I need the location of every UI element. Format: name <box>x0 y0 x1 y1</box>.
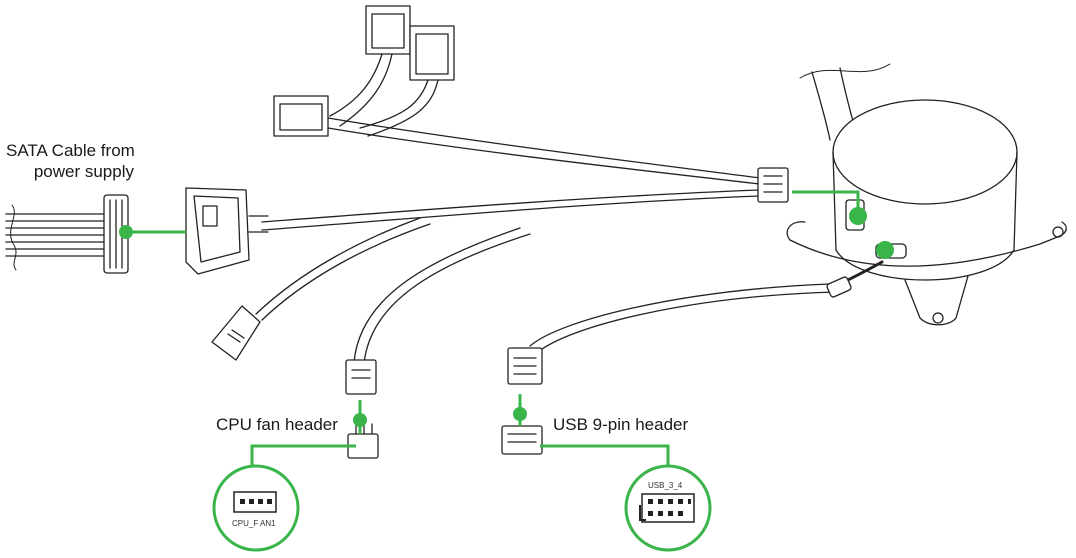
cpu-fan-silkscreen: CPU_F AN1 <box>232 519 276 528</box>
pump-callout-line <box>792 190 860 214</box>
pump-dot-top <box>849 207 867 225</box>
usb-header-label: USB 9-pin header <box>553 415 689 434</box>
top-connectors <box>273 5 761 185</box>
callout-dots <box>119 207 894 427</box>
cpu-fan-inset: CPU_F AN1 <box>212 464 300 552</box>
main-cable <box>261 189 761 231</box>
cpu-inset-line <box>250 444 356 470</box>
usb-dot <box>513 407 527 421</box>
usb-inset: USB_3_4 <box>624 464 712 552</box>
sata-cable-label: SATA Cable from power supply <box>6 140 135 182</box>
sata-label-line1: SATA Cable from <box>6 141 135 160</box>
psu-sata-ribbon <box>5 194 129 274</box>
sata-label-line2: power supply <box>33 162 134 181</box>
pump-dot-bottom <box>876 241 894 259</box>
sata-dot <box>119 225 133 239</box>
usb-inset-line <box>540 444 670 470</box>
usb-cable <box>501 283 837 455</box>
molex-plug <box>211 217 431 361</box>
sata-connector <box>185 187 269 275</box>
pump-plug <box>757 167 789 203</box>
cpu-fan-cable <box>345 227 531 459</box>
cpu-fan-header-label: CPU fan header <box>216 415 338 434</box>
pump-unit <box>786 63 1067 326</box>
cpu-dot <box>353 413 367 427</box>
usb-silkscreen: USB_3_4 <box>648 481 683 490</box>
